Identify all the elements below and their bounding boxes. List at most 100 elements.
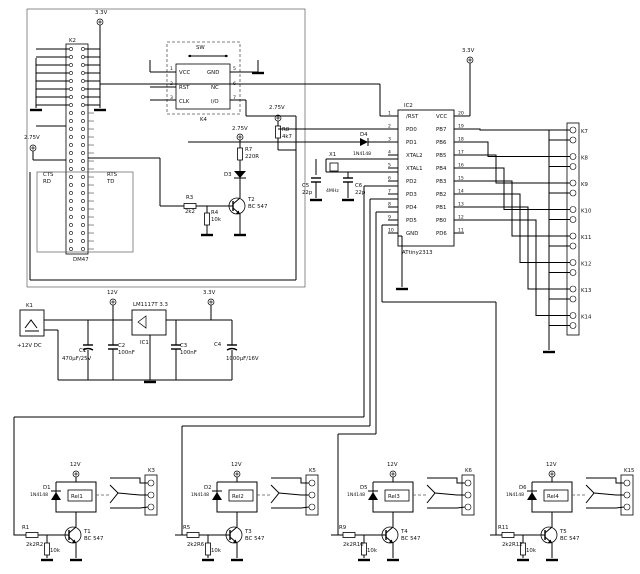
pwr-275-right-label: 2.75V bbox=[269, 105, 285, 111]
c1-val: 470µF/25V bbox=[62, 356, 91, 362]
ic2-left-pin-name: /RST bbox=[406, 114, 419, 120]
base-resistor-label: R9 bbox=[339, 525, 347, 531]
k2-pin bbox=[81, 151, 85, 155]
k2-pin bbox=[81, 55, 85, 59]
k2-pin bbox=[69, 87, 73, 91]
r8-label: R8 bbox=[282, 127, 290, 133]
r7-val: 220R bbox=[245, 154, 259, 160]
c3-val: 100nF bbox=[180, 350, 197, 356]
k2-pin bbox=[69, 127, 73, 131]
ic2-right-pin-name: PD6 bbox=[436, 231, 447, 237]
connector-pin bbox=[569, 259, 577, 266]
relay-loop-wire bbox=[55, 481, 97, 513]
relay-terminal bbox=[464, 491, 472, 499]
k2-pin bbox=[81, 95, 85, 99]
ic2-right-pin-num: 18 bbox=[458, 137, 464, 143]
transistor-label: T5 bbox=[559, 529, 567, 535]
sw-label: SW bbox=[196, 45, 205, 51]
connector-label: K13 bbox=[581, 288, 591, 294]
relay-connector-label: K15 bbox=[624, 468, 634, 474]
relay-coil-label: Rel2 bbox=[232, 494, 244, 500]
base-resistor-label: R11 bbox=[498, 525, 509, 531]
r4-label: R4 bbox=[211, 210, 219, 216]
ic2-right-pin-num: 17 bbox=[458, 150, 464, 156]
pulldown-label: R10 bbox=[353, 542, 364, 548]
relay-loop-wire bbox=[531, 481, 573, 513]
relay-nc-wire bbox=[427, 506, 466, 509]
k4-io: I/O bbox=[211, 99, 219, 105]
ic2-right-pin-num: 19 bbox=[458, 124, 464, 130]
k2-pin bbox=[81, 191, 85, 195]
ic2-label: IC2 bbox=[404, 103, 413, 109]
relay-terminal bbox=[308, 479, 316, 487]
d3-label: D3 bbox=[224, 172, 232, 178]
k2-pin bbox=[69, 199, 73, 203]
connector-signal-wire bbox=[464, 193, 570, 263]
k2-pin-grid bbox=[36, 47, 100, 251]
signal-feed-wire bbox=[13, 417, 26, 536]
k2-pin bbox=[81, 127, 85, 131]
relay-terminal bbox=[147, 503, 155, 511]
relay-coil bbox=[384, 489, 410, 502]
connector-pin bbox=[569, 163, 577, 170]
flyback-diode bbox=[51, 492, 61, 500]
relay-terminal bbox=[308, 503, 316, 511]
connector-pin bbox=[569, 216, 577, 223]
signal-feed-wire bbox=[495, 426, 502, 536]
k2-pin bbox=[69, 215, 73, 219]
relay-contact bbox=[426, 484, 436, 504]
diode-value: 1N4148 bbox=[191, 492, 209, 498]
transistor-value: BC 547 bbox=[245, 536, 264, 542]
ic2-left-pin-name: PD4 bbox=[406, 205, 417, 211]
relay-loop-wire bbox=[216, 481, 258, 513]
pulldown-value: 10k bbox=[367, 548, 378, 554]
pulldown-resistor bbox=[205, 542, 211, 556]
dm47-label: DM47 bbox=[73, 257, 89, 263]
relay-com-wire bbox=[117, 492, 148, 496]
k2-pin bbox=[81, 111, 85, 115]
k4-rst: RST bbox=[179, 85, 190, 91]
base-resistor bbox=[342, 532, 356, 538]
relay-terminal bbox=[147, 491, 155, 499]
relay-nc-wire bbox=[271, 506, 310, 509]
x1-label: X1 bbox=[329, 152, 336, 158]
relay-nc-wire bbox=[586, 506, 625, 509]
ic2-3v3-label: 3.3V bbox=[462, 48, 475, 54]
k2-pin bbox=[81, 79, 85, 83]
ic2-left-pin-num: 8 bbox=[388, 202, 391, 208]
k2-pin bbox=[81, 47, 85, 51]
relay-coil bbox=[228, 489, 254, 502]
ic2-left-pin-num: 10 bbox=[388, 228, 394, 234]
base-resistor-label: R5 bbox=[183, 525, 190, 531]
relay-transistor bbox=[536, 526, 558, 544]
power-supply: K1 +12V DC LM1117T 3.3 IC1 12V 3.3V C1 4… bbox=[17, 290, 259, 384]
ic2-3v3-symbol bbox=[466, 56, 474, 64]
base-resistor-label: R1 bbox=[22, 525, 29, 531]
connector-pin bbox=[569, 312, 577, 319]
transistor-value: BC 547 bbox=[84, 536, 103, 542]
relay-terminal bbox=[623, 479, 631, 487]
connector-pin bbox=[569, 295, 577, 303]
diode-label: D6 bbox=[519, 485, 527, 491]
r3-val: 2k2 bbox=[185, 209, 195, 215]
ic2-right-pin-name: PB3 bbox=[436, 179, 446, 185]
r7-label: R7 bbox=[245, 147, 252, 153]
relay-connector-label: K3 bbox=[148, 468, 155, 474]
ic2-left-pin-name: GND bbox=[406, 231, 418, 237]
flyback-diode bbox=[527, 492, 537, 500]
connector-pin bbox=[569, 232, 577, 240]
k2-pin bbox=[69, 135, 73, 139]
k4-clk: CLK bbox=[179, 99, 190, 105]
k2-label: K2 bbox=[69, 38, 76, 44]
dm47-td: TD bbox=[106, 179, 114, 185]
k2-pin bbox=[69, 71, 73, 75]
relay-12v-symbol bbox=[548, 470, 556, 478]
relay-transistor bbox=[60, 526, 82, 544]
k2-pin bbox=[81, 103, 85, 107]
ic2-right-pin-name: PB1 bbox=[436, 205, 446, 211]
ic2-left-pin-name: PD2 bbox=[406, 179, 417, 185]
base-resistor bbox=[501, 532, 515, 538]
